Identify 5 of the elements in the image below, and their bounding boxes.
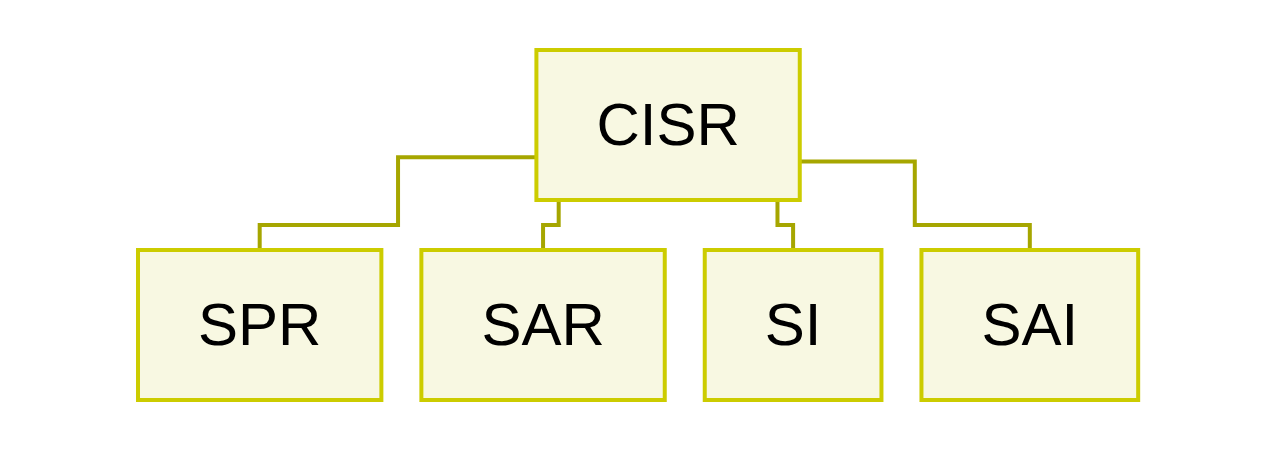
node-box: CISR xyxy=(534,47,802,202)
node-box: SAI xyxy=(919,247,1141,402)
node-box: SAR xyxy=(419,247,667,402)
node-box: SPR xyxy=(135,247,384,402)
node-box: SI xyxy=(702,247,884,402)
